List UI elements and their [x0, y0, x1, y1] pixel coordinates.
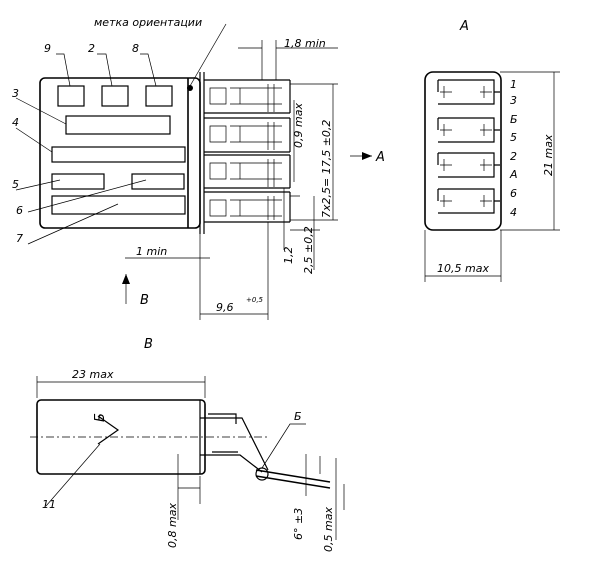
view-b-dim-angle-text: 6° ±3: [292, 508, 305, 540]
part-square-2: [101, 85, 129, 107]
part-label-9: 9: [44, 42, 51, 55]
view-b-arrow-symbol: [97, 415, 120, 445]
view-b-detail-leader: [261, 423, 306, 469]
view-b-lead-end: [255, 469, 331, 489]
view-b-dim-thickness-text: 0,5 max: [322, 507, 335, 552]
detail-b-circle: [255, 467, 269, 481]
view-b-detail-label: Б: [294, 410, 302, 423]
part-label-4: 4: [12, 116, 19, 129]
view-a: A 21 max 10,5 max 1 3 Б 5 2 А 6 4: [424, 19, 560, 282]
dim-pin-edge: 1,2: [282, 247, 295, 265]
view-arrow-b: B: [140, 293, 149, 308]
view-a-dim-width: [424, 230, 502, 282]
view-a-pin-1: 1: [510, 78, 517, 91]
leader-lines-top: [15, 23, 227, 245]
dim-pin-offset: 2,5 ±0,2: [302, 226, 315, 274]
view-b-part-leader: [45, 443, 101, 507]
dim-pitch-total: 7x2,5= 17,5 ±0,2: [320, 120, 333, 218]
view-a-title: A: [459, 19, 469, 34]
pin-block-4: [204, 191, 291, 223]
view-a-pin-2: 2: [510, 150, 517, 163]
pin-block-1: [204, 79, 291, 114]
view-a-body: [424, 71, 502, 231]
orientation-mark-label: метка ориентации: [94, 16, 202, 29]
part-label-3: 3: [12, 87, 19, 100]
view-b-dim-base-text: 0,8 max: [166, 503, 179, 548]
view-b-lead-detail: [208, 413, 238, 453]
dim-pin-width: 0,9 max: [292, 103, 305, 148]
part-square-8: [145, 85, 173, 107]
dim-lead-length: 1 min: [136, 245, 167, 258]
view-a-dim-height-text: 21 max: [542, 134, 555, 176]
part-bar-7: [51, 195, 186, 215]
part-bar-5: [51, 173, 105, 190]
dimension-lines-top: [122, 40, 372, 320]
view-a-pin-3: 3: [510, 94, 517, 107]
view-b: B Б 23 max 0,8 max 6° ±3 0,5 max Б 11: [30, 337, 345, 552]
view-a-pin-4: 4: [510, 206, 517, 219]
pin-block-3: [204, 154, 291, 189]
view-b-dim-angle: [305, 454, 321, 496]
view-a-dim-width-text: 10,5 max: [437, 262, 489, 275]
view-a-pin-6: 6: [510, 187, 517, 200]
view-b-dim-length-text: 23 max: [72, 368, 114, 381]
pin-block-2: [204, 117, 291, 153]
view-b-arrow-mark: Б: [93, 413, 108, 422]
part-label-5: 5: [12, 178, 19, 191]
part-label-2: 2: [88, 42, 95, 55]
view-b-dim-length: [36, 376, 206, 398]
dim-pin-gap: 1,8 min: [284, 37, 326, 50]
view-b-dim-thickness: [335, 458, 345, 540]
dim-body-depth: 9,6: [216, 301, 234, 314]
part-label-6: 6: [16, 204, 23, 217]
relay-body: [39, 77, 201, 229]
view-a-pin-5: 5: [510, 131, 517, 144]
view-a-contacts: [437, 79, 500, 214]
top-view: метка ориентации 1,8 min 0,9 max 7x2,5= …: [12, 16, 385, 320]
part-label-8: 8: [132, 42, 139, 55]
part-bar-3: [65, 115, 171, 135]
view-a-pin-b: Б: [510, 113, 518, 126]
part-square-9: [57, 85, 85, 107]
view-a-pin-a: А: [509, 168, 518, 181]
view-b-lead-top: [200, 417, 269, 473]
part-label-7: 7: [16, 232, 23, 245]
view-a-dim-height: [500, 71, 560, 231]
part-bar-6: [131, 173, 185, 190]
view-b-part-label: 11: [42, 498, 56, 511]
dim-body-depth-tol: +0,5: [246, 296, 264, 304]
view-arrow-a: A: [375, 150, 385, 165]
part-bar-4: [51, 146, 186, 163]
view-b-dim-base: [177, 454, 201, 520]
orientation-mark: [187, 85, 193, 91]
view-b-title: B: [144, 337, 153, 352]
